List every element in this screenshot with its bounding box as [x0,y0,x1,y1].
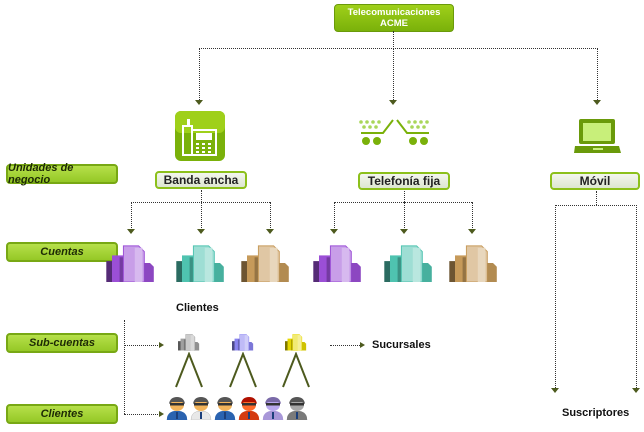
client-person-icon [262,396,284,425]
account-building-icon [240,244,292,287]
client-person-icon [166,396,188,425]
connector [201,190,202,202]
connector [131,202,270,203]
connector [597,48,598,100]
arrow-right-icon [159,411,164,417]
connector [124,414,160,415]
phone-icon [175,111,225,161]
unit-movil: Móvil [550,172,640,190]
connector [201,202,202,228]
arrow-down-icon [195,100,203,105]
client-person-icon [238,396,260,425]
arrow-down-icon [389,100,397,105]
connector [131,202,132,228]
account-building-icon [175,244,227,287]
subaccount-building-icon [232,333,254,356]
connector [199,48,200,100]
connector [330,345,360,346]
caption-sucursales: Sucursales [372,339,431,351]
subaccount-building-icon [285,333,307,356]
arrow-down-icon [127,229,135,234]
root-title-line2: ACME [380,18,408,29]
arrow-right-icon [360,342,365,348]
connector [334,202,335,228]
connector [555,205,637,206]
laptop-icon [574,119,621,153]
connector [404,202,405,228]
unit-label: Telefonía fija [367,174,441,188]
caption-clientes: Clientes [176,302,219,314]
client-person-icon [214,396,236,425]
unit-label: Banda ancha [163,173,239,187]
root-node: Telecomunicaciones ACME [334,4,454,32]
unit-telefonia-fija: Telefonía fija [358,172,450,190]
arrow-down-icon [330,229,338,234]
subaccount-building-icon [178,333,200,356]
level-unidades-de-negocio: Unidades de negocio [6,162,118,186]
account-building-icon [312,244,364,287]
caption-suscriptores: Suscriptores [562,407,630,419]
arrow-down-icon [593,100,601,105]
level-sub-cuentas: Sub-cuentas [6,333,118,353]
connector [404,191,405,202]
arrow-down-icon [551,388,559,393]
connector [393,48,394,100]
level-label: Unidades de negocio [8,162,74,186]
connector [270,202,271,228]
connector [636,205,637,388]
account-building-icon [105,244,157,287]
tree-branch-icon [282,352,310,388]
connector [393,31,394,49]
level-label: Clientes [40,408,84,420]
account-building-icon [383,244,435,287]
level-label: Sub-cuentas [28,337,95,349]
client-person-icon [286,396,308,425]
connector [334,202,472,203]
level-clientes: Clientes [6,404,118,424]
connector [199,48,598,49]
connector [124,345,160,346]
arrow-down-icon [266,229,274,234]
level-cuentas: Cuentas [6,242,118,262]
client-person-icon [190,396,212,425]
root-title-line1: Telecomunicaciones [347,7,441,18]
connector [596,191,597,205]
arrow-right-icon [159,342,164,348]
tree-branch-icon [229,352,257,388]
arrow-down-icon [197,229,205,234]
network-icon [359,119,429,145]
unit-banda-ancha: Banda ancha [155,171,247,189]
level-label: Cuentas [40,246,84,258]
connector [555,205,556,388]
account-building-icon [448,244,500,287]
connector [124,320,125,414]
arrow-down-icon [400,229,408,234]
arrow-down-icon [632,388,640,393]
arrow-down-icon [468,229,476,234]
connector [472,202,473,228]
unit-label: Móvil [579,174,611,188]
tree-branch-icon [175,352,203,388]
